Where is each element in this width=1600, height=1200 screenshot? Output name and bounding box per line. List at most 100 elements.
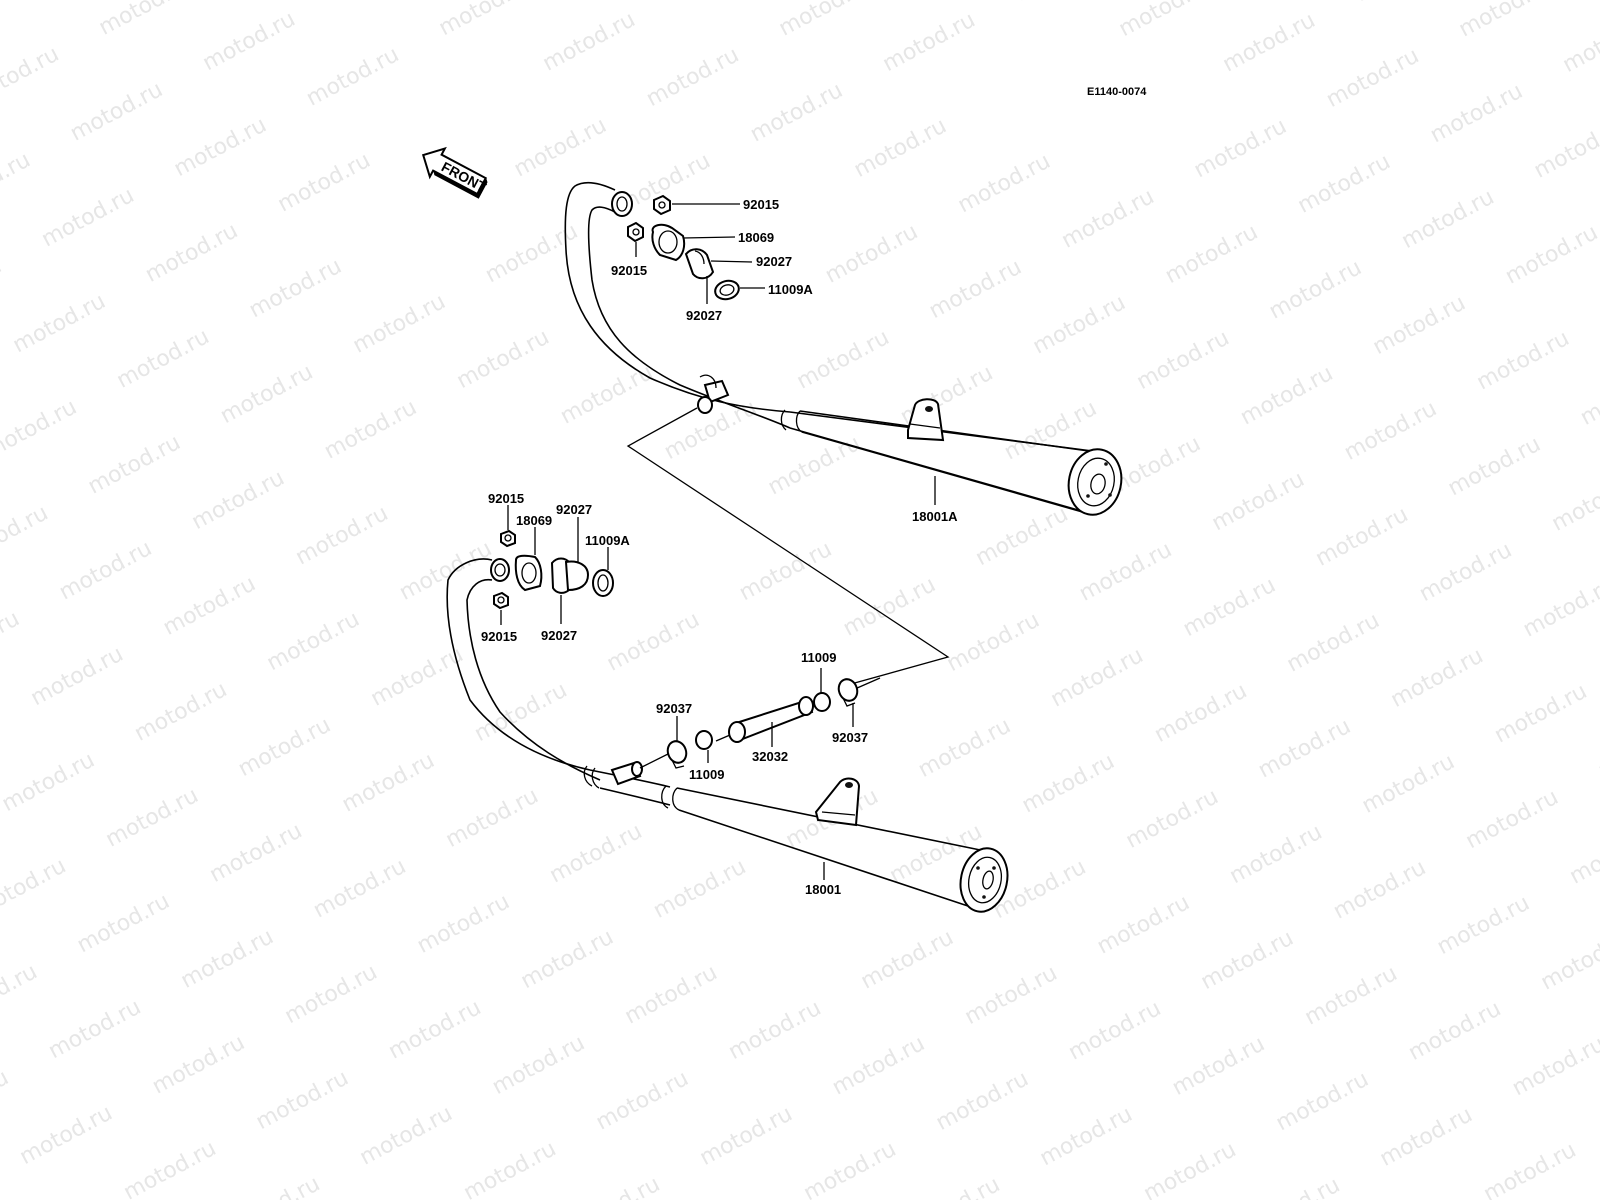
- watermark-text: motod.ru: [746, 78, 847, 147]
- watermark-text: motod.ru: [395, 536, 496, 605]
- callout-upper-18001a: 18001A: [912, 509, 958, 524]
- watermark-text: motod.ru: [0, 42, 63, 111]
- watermark-text: motod.ru: [302, 42, 403, 111]
- watermark-text: motod.ru: [206, 818, 307, 887]
- watermark-text: motod.ru: [1530, 114, 1600, 183]
- callout-lower-92037-a: 92037: [656, 701, 692, 716]
- upper-muffler-bracket: [907, 398, 945, 442]
- upper-exhaust-assembly: 92015 18069 92015 92027 11009A 92027 180…: [564, 181, 1123, 524]
- lower-balance-pipe-32032: [728, 696, 814, 743]
- watermark-text: motod.ru: [274, 148, 375, 217]
- watermark-text: motod.ru: [413, 889, 514, 958]
- callout-lower-32032: 32032: [752, 749, 788, 764]
- watermark-text: motod.ru: [1351, 0, 1452, 7]
- watermark-text: motod.ru: [0, 0, 92, 5]
- front-arrow-icon: FRONT: [421, 146, 489, 199]
- watermark-text: motod.ru: [0, 253, 6, 322]
- watermark-text: motod.ru: [95, 0, 196, 41]
- callout-lower-18069: 18069: [516, 513, 552, 528]
- watermark-text: motod.ru: [1115, 0, 1216, 42]
- watermark-text: motod.ru: [793, 325, 894, 394]
- watermark-text: motod.ru: [223, 1171, 324, 1200]
- watermark-text: motod.ru: [338, 748, 439, 817]
- callout-lower-11009a: 11009A: [585, 533, 630, 548]
- watermark-text: motod.ru: [1197, 926, 1298, 995]
- watermark-text: motod.ru: [642, 43, 743, 112]
- watermark-text: motod.ru: [120, 1136, 221, 1200]
- watermark-text: motod.ru: [972, 502, 1073, 571]
- watermark-text: motod.ru: [130, 677, 231, 746]
- watermark-text: motod.ru: [1519, 573, 1600, 642]
- watermark-text: motod.ru: [621, 960, 722, 1029]
- watermark-text: motod.ru: [1508, 1032, 1600, 1101]
- watermark-text: motod.ru: [1537, 926, 1600, 995]
- watermark-text: motod.ru: [0, 606, 24, 675]
- watermark-text: motod.ru: [821, 219, 922, 288]
- watermark-text: motod.ru: [1064, 996, 1165, 1065]
- lower-clamp-92037-a: [666, 740, 688, 769]
- watermark-text: motod.ru: [177, 924, 278, 993]
- watermark-text: motod.ru: [603, 607, 704, 676]
- watermark-text: motod.ru: [1219, 8, 1320, 77]
- callout-lower-11009-a: 11009: [689, 767, 724, 782]
- watermark-text: motod.ru: [510, 113, 611, 182]
- watermark-text: motod.ru: [1161, 220, 1262, 289]
- watermark-text: motod.ru: [1179, 573, 1280, 642]
- watermark-text: motod.ru: [1140, 1137, 1241, 1200]
- watermark-text: motod.ru: [0, 148, 35, 217]
- callout-upper-92027-b: 92027: [686, 308, 722, 323]
- watermark-text: motod.ru: [1548, 467, 1600, 536]
- watermark-text: motod.ru: [141, 218, 242, 287]
- watermark-text: motod.ru: [292, 501, 393, 570]
- watermark-text: motod.ru: [1190, 114, 1291, 183]
- watermark-text: motod.ru: [1398, 185, 1499, 254]
- lower-clamp-92037-b: [837, 678, 859, 707]
- watermark-text: motod.ru: [925, 255, 1026, 324]
- watermark-text: motod.ru: [0, 748, 99, 817]
- watermark-text: motod.ru: [1254, 714, 1355, 783]
- watermark-text: motod.ru: [1243, 1173, 1344, 1200]
- callout-lower-18001: 18001: [805, 882, 841, 897]
- watermark-text: motod.ru: [1415, 538, 1516, 607]
- watermark-text: motod.ru: [724, 996, 825, 1065]
- watermark-text: motod.ru: [775, 0, 876, 42]
- callout-lower-11009-b: 11009: [801, 650, 836, 665]
- lower-gasket-11009a: [592, 569, 614, 597]
- watermark-text: motod.ru: [384, 995, 485, 1064]
- watermark-text: motod.ru: [349, 289, 450, 358]
- lower-split-keeper-92027: [550, 557, 590, 594]
- callout-upper-11009a: 11009A: [768, 282, 813, 297]
- lower-nut-92015-a: [500, 529, 516, 548]
- watermark-text: motod.ru: [0, 853, 70, 922]
- lower-pipe-flange-end: [490, 558, 510, 582]
- watermark-text: motod.ru: [1462, 785, 1563, 854]
- callout-upper-92027-a: 92027: [756, 254, 792, 269]
- watermark-text: motod.ru: [73, 889, 174, 958]
- watermark-text: motod.ru: [954, 149, 1055, 218]
- callout-lower-92027-b: 92027: [541, 628, 577, 643]
- watermark-text: motod.ru: [696, 1101, 797, 1170]
- watermark-text: motod.ru: [55, 536, 156, 605]
- watermark-text: motod.ru: [1208, 467, 1309, 536]
- watermark-text: motod.ru: [800, 1137, 901, 1200]
- lower-muffler-bracket: [814, 777, 861, 827]
- watermark-text: motod.ru: [1236, 361, 1337, 430]
- lower-nut-92015-b: [493, 591, 509, 610]
- watermark-text: motod.ru: [234, 713, 335, 782]
- watermark-text: motod.ru: [1029, 290, 1130, 359]
- watermark-text: motod.ru: [1322, 43, 1423, 112]
- watermark-text: motod.ru: [1093, 890, 1194, 959]
- callout-lower-92015-b: 92015: [481, 629, 517, 644]
- watermark-text: motod.ru: [1340, 396, 1441, 465]
- watermark-text: motod.ru: [252, 1066, 353, 1135]
- callout-lower-92027-a: 92027: [556, 502, 592, 517]
- watermark-text: motod.ru: [1576, 361, 1600, 430]
- upper-pipe-flange-end: [611, 191, 633, 217]
- watermark-text: motod.ru: [281, 960, 382, 1029]
- upper-balance-stub: [697, 374, 730, 414]
- diagram-reference-code: E1140-0074: [1087, 86, 1147, 98]
- watermark-text: motod.ru: [1358, 749, 1459, 818]
- watermark-text: motod.ru: [1301, 961, 1402, 1030]
